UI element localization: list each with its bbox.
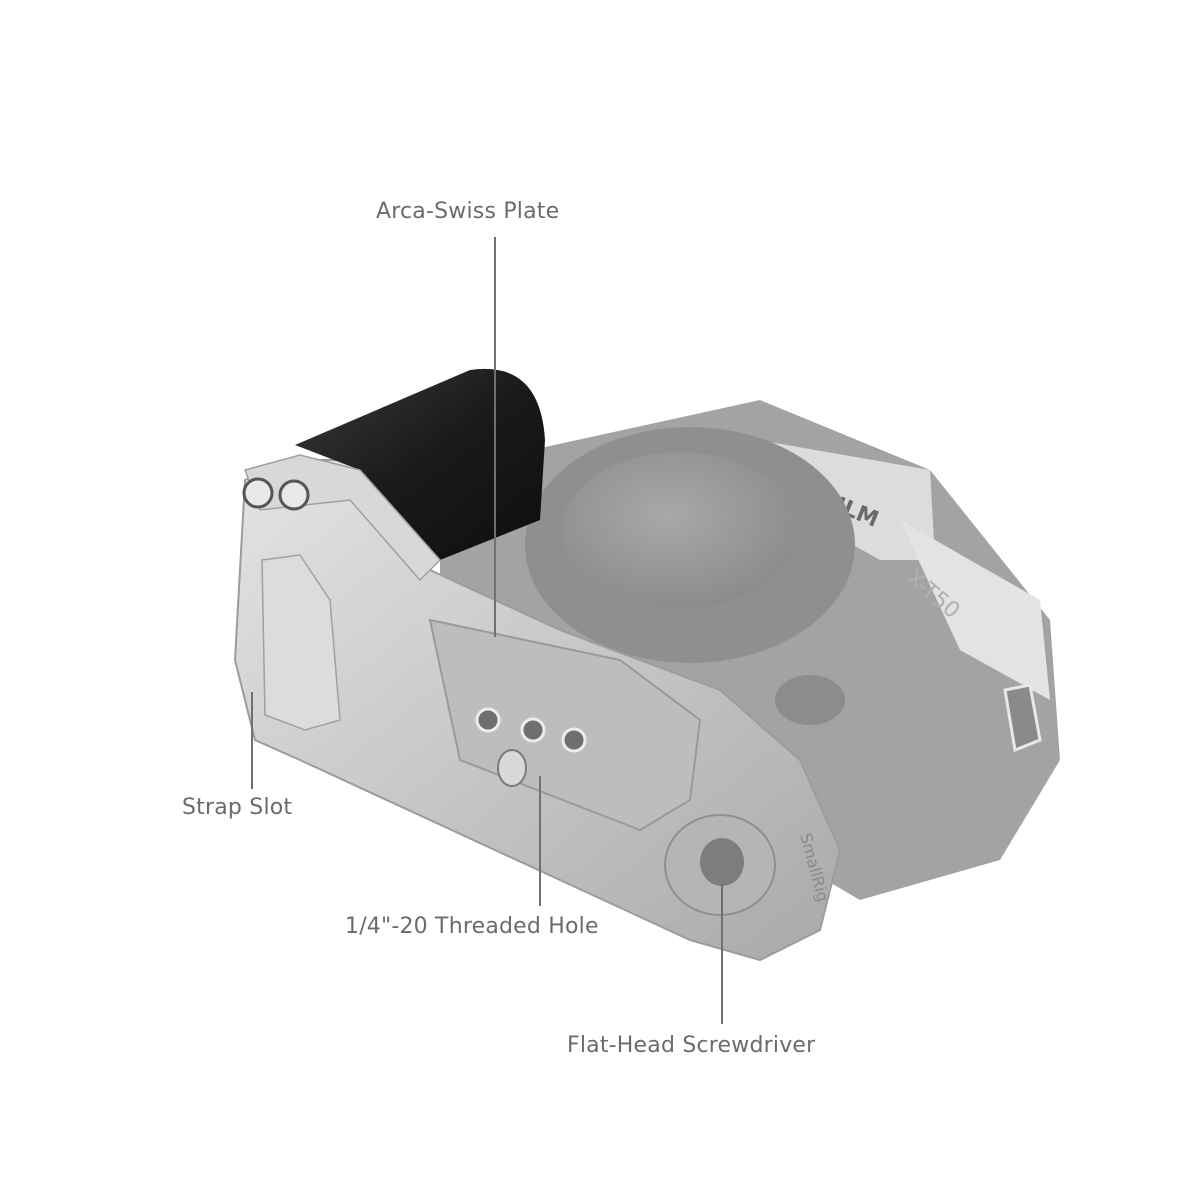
leader-line-arca — [494, 237, 496, 637]
grip-screw-2 — [278, 479, 310, 511]
screwdriver-hole — [700, 838, 744, 886]
camera-dial — [775, 675, 845, 725]
camera-body: FILM X-T50 — [440, 400, 1060, 900]
body-cap — [562, 452, 798, 608]
leather-grip — [242, 368, 545, 582]
battery-door — [261, 554, 341, 731]
callout-threaded-hole: 1/4"-20 Threaded Hole — [345, 914, 599, 939]
threaded-hole-2 — [520, 717, 546, 743]
threaded-hole-1 — [475, 707, 501, 733]
callout-strap-slot: Strap Slot — [182, 795, 293, 820]
leader-line-thread — [539, 776, 541, 906]
callout-flat-head-screwdriver: Flat-Head Screwdriver — [567, 1033, 816, 1058]
grip-screw-1 — [242, 477, 274, 509]
arca-plate — [428, 618, 702, 832]
captive-screw — [497, 749, 527, 787]
leader-line-screw — [721, 884, 723, 1024]
camera-cage: SmallRig — [233, 459, 842, 962]
leader-line-strap — [251, 692, 253, 789]
callout-arca-swiss-plate: Arca-Swiss Plate — [376, 199, 560, 224]
strap-lug — [1003, 683, 1042, 753]
threaded-hole-3 — [561, 727, 587, 753]
